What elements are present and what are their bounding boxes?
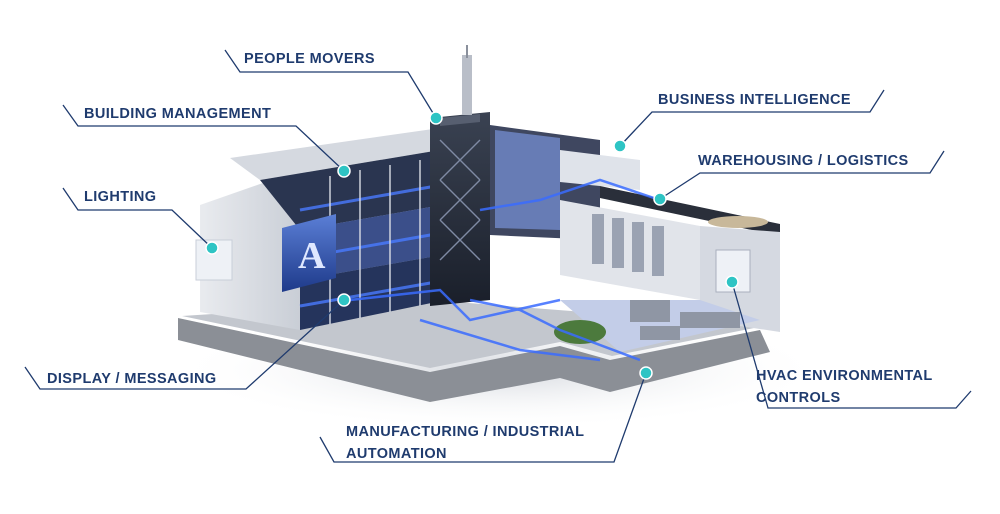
marker-manufacturing — [639, 366, 653, 380]
tower-cap — [440, 114, 480, 126]
label-manufacturing: MANUFACTURING / INDUSTRIAL AUTOMATION — [346, 421, 584, 465]
antenna — [462, 55, 472, 115]
label-building-management: BUILDING MANAGEMENT — [84, 103, 271, 125]
label-business-intelligence-text: BUSINESS INTELLIGENCE — [658, 92, 851, 108]
marker-building-management — [337, 164, 351, 178]
label-display-messaging: DISPLAY / MESSAGING — [47, 368, 217, 390]
office-side-wall — [200, 170, 300, 330]
marker-hvac — [725, 275, 739, 289]
marker-lighting — [205, 241, 219, 255]
warehouse-floor — [560, 200, 700, 300]
label-hvac: HVAC ENVIRONMENTAL CONTROLS — [756, 365, 933, 409]
marker-warehousing — [653, 192, 667, 206]
leader-lines — [24, 49, 972, 463]
marker-business-intelligence — [613, 139, 627, 153]
leader-building-management — [62, 104, 345, 172]
label-hvac-line1: HVAC ENVIRONMENTAL — [756, 368, 933, 384]
label-manufacturing-line2: AUTOMATION — [346, 446, 447, 462]
leader-hvac — [731, 281, 972, 409]
leader-manufacturing — [319, 372, 647, 463]
label-lighting: LIGHTING — [84, 186, 156, 208]
markers — [205, 111, 739, 380]
label-manufacturing-line1: MANUFACTURING / INDUSTRIAL — [346, 424, 585, 440]
leader-lighting — [62, 187, 213, 249]
hvac-roof-tank — [708, 216, 768, 228]
manufacturing-machines — [630, 300, 740, 340]
warehouse-racks — [592, 214, 664, 276]
network-paths — [349, 178, 661, 362]
leader-warehousing — [659, 150, 945, 200]
plants — [554, 320, 606, 344]
label-hvac-line2: CONTROLS — [756, 390, 841, 406]
leader-display-messaging — [24, 299, 345, 390]
label-warehousing-logistics: WAREHOUSING / LOGISTICS — [698, 150, 909, 172]
office-mid-floor — [300, 200, 470, 280]
logo-glyph: A — [298, 235, 326, 277]
tower-lattice — [439, 139, 481, 261]
base-slab — [178, 318, 770, 402]
label-people-movers-text: PEOPLE MOVERS — [244, 51, 375, 67]
marker-display-messaging — [337, 293, 351, 307]
bi-terrace — [560, 150, 640, 190]
marker-people-movers — [429, 111, 443, 125]
office-roof — [230, 128, 470, 180]
label-warehousing-logistics-text: WAREHOUSING / LOGISTICS — [698, 153, 909, 169]
label-display-messaging-text: DISPLAY / MESSAGING — [47, 371, 217, 387]
leader-business-intelligence — [619, 89, 885, 147]
leader-people-movers — [224, 49, 437, 119]
elevator-tower — [430, 112, 490, 306]
label-business-intelligence: BUSINESS INTELLIGENCE — [658, 89, 851, 111]
bi-glass — [495, 130, 560, 230]
label-people-movers: PEOPLE MOVERS — [244, 48, 375, 70]
label-lighting-text: LIGHTING — [84, 189, 157, 205]
label-building-management-text: BUILDING MANAGEMENT — [84, 106, 272, 122]
logo-panel — [282, 214, 336, 292]
